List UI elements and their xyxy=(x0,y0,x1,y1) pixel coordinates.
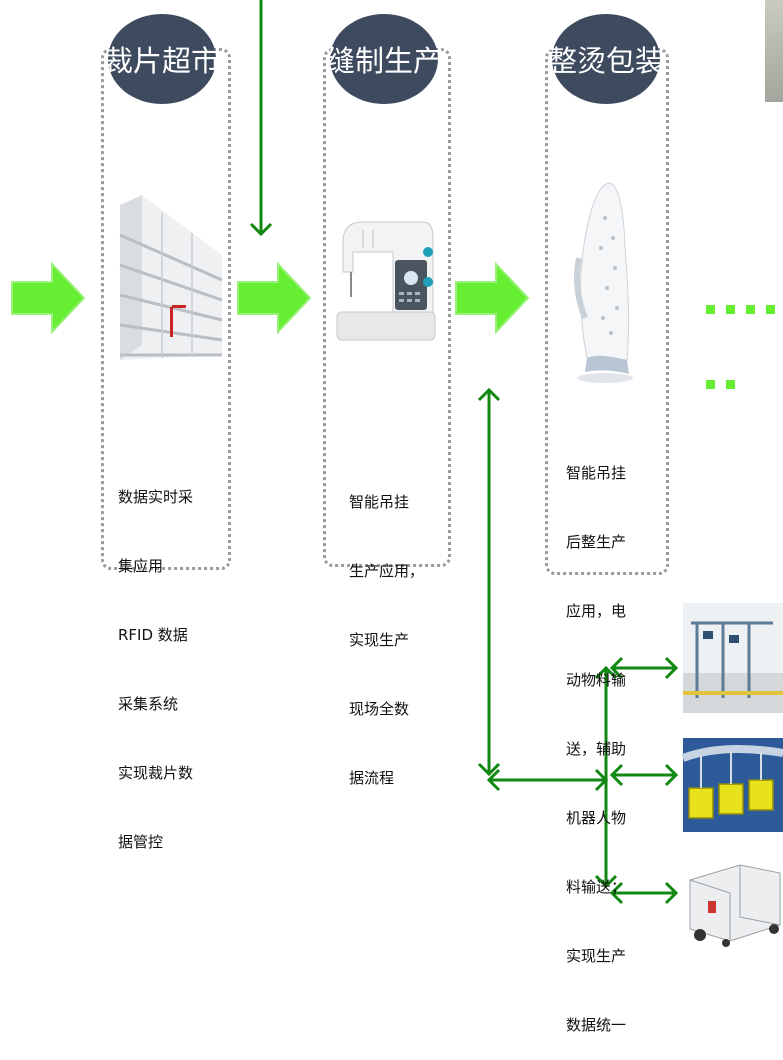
agv-robot-photo xyxy=(680,855,783,947)
stage-description: 数据实时采 集应用 RFID 数据 采集系统 实现裁片数 据管控 xyxy=(118,440,193,877)
desc-line: 送，辅助 xyxy=(566,740,627,758)
hanging-system-photo xyxy=(683,603,783,713)
desc-line: 智能吊挂 xyxy=(349,493,410,511)
arrow-right-icon xyxy=(664,881,679,905)
desc-line: 据流程 xyxy=(349,769,395,787)
desc-line: RFID 数据 xyxy=(118,626,188,644)
dot-marker xyxy=(706,305,715,314)
arrow-left-icon xyxy=(609,881,624,905)
stage-title-badge: 整烫包装 xyxy=(548,14,664,104)
stage-title: 裁片超市 xyxy=(104,44,221,78)
fabric-photo xyxy=(765,0,783,102)
arrow-left-icon xyxy=(486,768,501,792)
desc-line: 机器人物 xyxy=(566,809,627,827)
sewing-machine-icon xyxy=(336,221,436,341)
desc-line: 集应用 xyxy=(118,557,164,575)
arrow-left-icon xyxy=(609,763,624,787)
arrow-up-icon xyxy=(477,387,501,402)
arrow-down-icon xyxy=(249,222,273,237)
stage-description: 智能吊挂 后整生产 应用，电 动物料输 送，辅助 机器人物 料输送； 实现生产 … xyxy=(566,416,626,1060)
desc-line: 智能吊挂 xyxy=(566,464,627,482)
stage-title-badge: 裁片超市 xyxy=(104,14,220,104)
desc-line: 生产应用， xyxy=(349,562,425,580)
desc-line: 后整生产 xyxy=(566,533,627,551)
desc-line: 实现生产 xyxy=(349,631,410,649)
arrow-right-icon xyxy=(664,656,679,680)
dot-marker xyxy=(746,305,755,314)
desc-line: 实现裁片数 xyxy=(118,764,194,782)
flow-arrow-icon xyxy=(237,261,312,335)
dot-marker xyxy=(726,305,735,314)
iron-icon xyxy=(574,182,633,383)
dot-marker xyxy=(766,305,775,314)
flow-connectors xyxy=(11,0,775,905)
arrow-right-icon xyxy=(664,763,679,787)
desc-line: 据管控 xyxy=(118,833,164,851)
stage-title: 缝制生产 xyxy=(326,44,443,78)
dot-marker xyxy=(726,380,735,389)
desc-line: 数据实时采 xyxy=(118,488,194,506)
desc-line: 料输送； xyxy=(566,878,627,896)
desc-line: 数据统一 xyxy=(566,1016,627,1034)
desc-line: 现场全数 xyxy=(349,700,410,718)
stage-description: 智能吊挂 生产应用， 实现生产 现场全数 据流程 xyxy=(349,445,424,813)
arrow-left-icon xyxy=(609,656,624,680)
flow-arrow-icon xyxy=(11,261,86,335)
desc-line: 动物料输 xyxy=(566,671,627,689)
conveyor-baskets-photo xyxy=(681,738,783,832)
dot-marker xyxy=(706,380,715,389)
arrow-down-icon xyxy=(477,762,501,777)
desc-line: 应用，电 xyxy=(566,602,627,620)
desc-line: 采集系统 xyxy=(118,695,179,713)
desc-line: 实现生产 xyxy=(566,947,627,965)
store-shelf-icon xyxy=(119,195,223,360)
stage-title-badge: 缝制生产 xyxy=(326,14,442,104)
arrow-down-icon xyxy=(594,874,618,889)
arrow-up-icon xyxy=(594,665,618,680)
stage-title: 整烫包装 xyxy=(548,44,665,78)
flow-arrow-icon xyxy=(455,261,530,335)
